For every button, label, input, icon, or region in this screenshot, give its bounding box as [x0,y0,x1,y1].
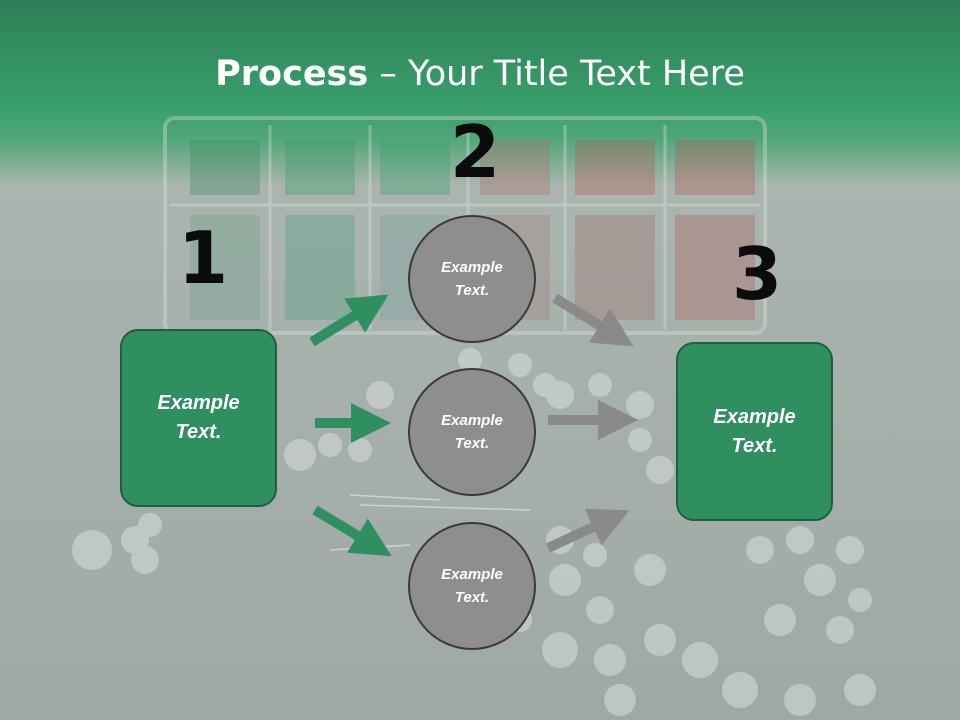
circle-top-line2: Text. [454,282,490,299]
process-box-left: Example Text. [120,329,277,507]
step-number-1: 1 [178,216,229,300]
arrow-right-icon [309,294,389,347]
circle-middle-line2: Text. [454,435,490,452]
circle-bottom-line2: Text. [454,589,490,606]
box-right-line2: Text. [731,434,778,457]
arrow-right-icon [545,508,630,553]
process-circle-bottom: Example Text. [408,522,536,650]
process-circle-middle: Example Text. [408,368,536,496]
box-left-line1: Example [157,392,240,414]
title-bold: Process [215,54,369,94]
circle-middle-line1: Example [441,412,503,429]
process-box-right: Example Text. [676,342,833,521]
arrow-right-icon [312,505,392,557]
slide-title: Process – Your Title Text Here [0,52,960,96]
circle-bottom-line1: Example [441,566,503,583]
process-circle-top: Example Text. [408,215,536,343]
box-left-line2: Text. [175,421,222,443]
title-rest: – Your Title Text Here [368,54,745,94]
circle-top-line1: Example [441,259,503,276]
step-number-2: 2 [450,110,501,194]
step-number-3: 3 [732,232,783,316]
arrow-right-icon [552,293,634,347]
box-right-line1: Example [713,405,796,428]
